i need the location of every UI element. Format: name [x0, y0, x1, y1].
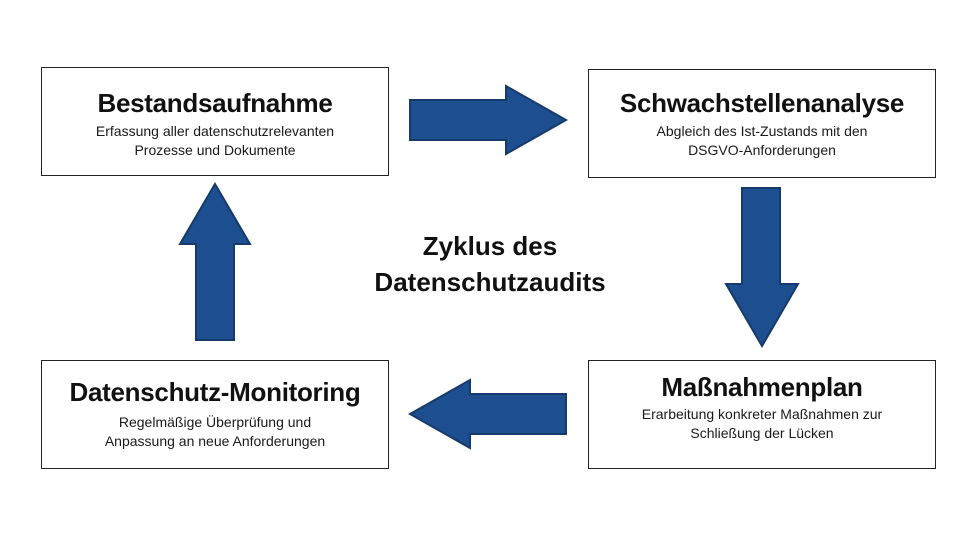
- schwachstellenanalyse-desc-line1: Abgleich des Ist-Zustands mit den: [656, 123, 868, 139]
- arrow-left-icon: [408, 378, 567, 450]
- box-datenschutz-monitoring: Datenschutz-Monitoring Regelmäßige Überp…: [41, 360, 389, 469]
- bestandsaufnahme-desc-line1: Erfassung aller datenschutzrelevanten: [95, 123, 335, 139]
- arrow-down-icon: [724, 187, 800, 348]
- monitoring-title: Datenschutz-Monitoring: [69, 377, 361, 407]
- cycle-title: Zyklus des Datenschutzaudits: [330, 228, 650, 300]
- monitoring-description: Regelmäßige Überprüfung und Anpassung an…: [42, 413, 388, 451]
- schwachstellenanalyse-desc-line2: DSGVO-Anforderungen: [688, 142, 836, 158]
- monitoring-desc-line2: Anpassung an neue Anforderungen: [104, 433, 326, 449]
- arrow-right-icon: [409, 84, 568, 156]
- bestandsaufnahme-description: Erfassung aller datenschutzrelevanten Pr…: [42, 122, 388, 160]
- massnahmenplan-desc-line2: Schließung der Lücken: [690, 425, 834, 441]
- bestandsaufnahme-title: Bestandsaufnahme: [97, 88, 333, 118]
- cycle-title-line2: Datenschutzaudits: [374, 267, 606, 297]
- schwachstellenanalyse-description: Abgleich des Ist-Zustands mit den DSGVO-…: [589, 122, 935, 160]
- box-schwachstellenanalyse: Schwachstellenanalyse Abgleich des Ist-Z…: [588, 69, 936, 178]
- massnahmenplan-title: Maßnahmenplan: [661, 372, 863, 402]
- schwachstellenanalyse-title: Schwachstellenanalyse: [619, 88, 905, 118]
- box-bestandsaufnahme: Bestandsaufnahme Erfassung aller datensc…: [41, 67, 389, 176]
- box-massnahmenplan: Maßnahmenplan Erarbeitung konkreter Maßn…: [588, 360, 936, 469]
- cycle-title-line1: Zyklus des: [422, 231, 558, 261]
- massnahmenplan-desc-line1: Erarbeitung konkreter Maßnahmen zur: [641, 406, 883, 422]
- monitoring-desc-line1: Regelmäßige Überprüfung und: [118, 414, 312, 430]
- massnahmenplan-description: Erarbeitung konkreter Maßnahmen zur Schl…: [589, 405, 935, 443]
- arrow-up-icon: [178, 182, 252, 341]
- bestandsaufnahme-desc-line2: Prozesse und Dokumente: [134, 142, 296, 158]
